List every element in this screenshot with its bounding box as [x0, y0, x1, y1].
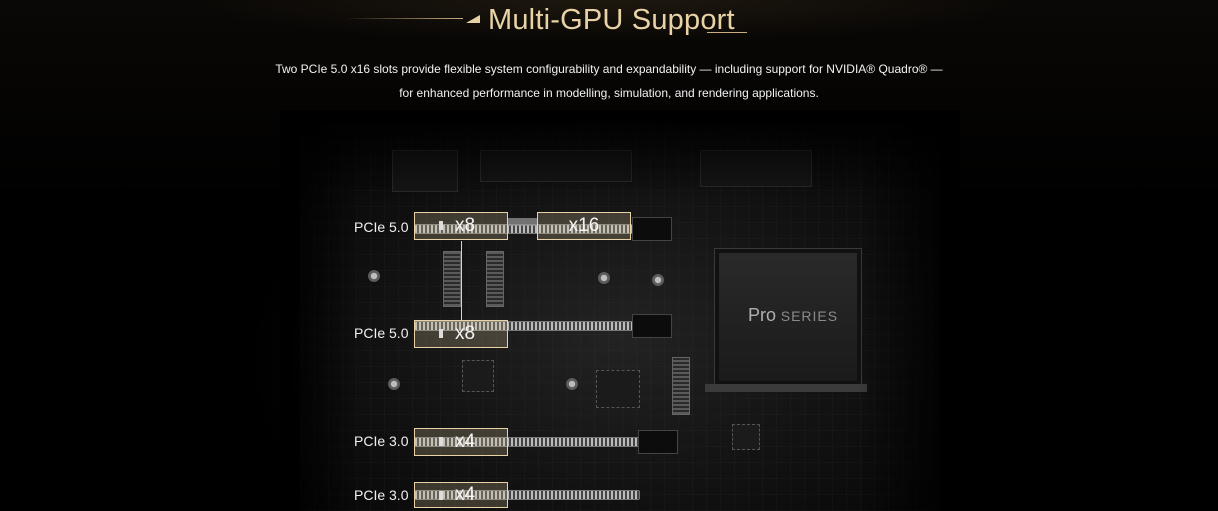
slot-pin-icon: [439, 221, 443, 230]
pcie-slot-latch: [632, 217, 672, 241]
lane-badge-slot3-x4: x4: [414, 428, 508, 456]
board-io-block: [700, 150, 812, 187]
pcie-slot-latch: [638, 430, 678, 454]
mount-screw-icon: [388, 378, 400, 390]
lane-connector-line: [461, 241, 462, 321]
title-decor-line-right: [707, 32, 747, 33]
mount-screw-icon: [566, 378, 578, 390]
section-description: Two PCIe 5.0 x16 slots provide flexible …: [240, 57, 978, 105]
description-line-1: Two PCIe 5.0 x16 slots provide flexible …: [275, 62, 943, 76]
slot-label-1: PCIe 5.0: [354, 219, 409, 235]
controller-chip: [462, 360, 494, 392]
slot-pin-icon: [439, 437, 443, 446]
m2-slot: [486, 251, 504, 307]
heatsink-base: [705, 384, 867, 392]
lane-badge-slot1-x16: x16: [537, 212, 631, 240]
pcie-slot-latch: [632, 314, 672, 338]
mount-screw-icon: [598, 272, 610, 284]
lane-badge-slot2-x8: x8: [414, 320, 508, 348]
slot-pin-icon: [439, 491, 443, 500]
top-glow: [0, 0, 1218, 60]
m2-slot: [443, 251, 461, 307]
slot-bridge: [508, 218, 538, 226]
lane-badge-slot4-x4: x4: [414, 482, 508, 508]
description-line-2: for enhanced performance in modelling, s…: [399, 86, 819, 100]
m2-slot: [672, 357, 690, 415]
slot-label-4: PCIe 3.0: [354, 487, 409, 503]
section-title: Multi-GPU Support: [488, 4, 735, 36]
title-decor-triangle-icon: [466, 15, 480, 23]
controller-chip: [596, 370, 640, 408]
mount-screw-icon: [652, 274, 664, 286]
slot-label-2: PCIe 5.0: [354, 325, 409, 341]
title-decor-line-left: [345, 18, 463, 19]
mount-screw-icon: [368, 270, 380, 282]
board-io-block: [480, 150, 632, 182]
lane-badge-slot1-x8: x8: [414, 212, 508, 240]
slot-label-3: PCIe 3.0: [354, 433, 409, 449]
chipset-logo: Pro SERIES: [748, 305, 839, 325]
slot-pin-icon: [439, 329, 443, 338]
controller-chip: [732, 424, 760, 450]
board-io-block: [392, 150, 458, 192]
